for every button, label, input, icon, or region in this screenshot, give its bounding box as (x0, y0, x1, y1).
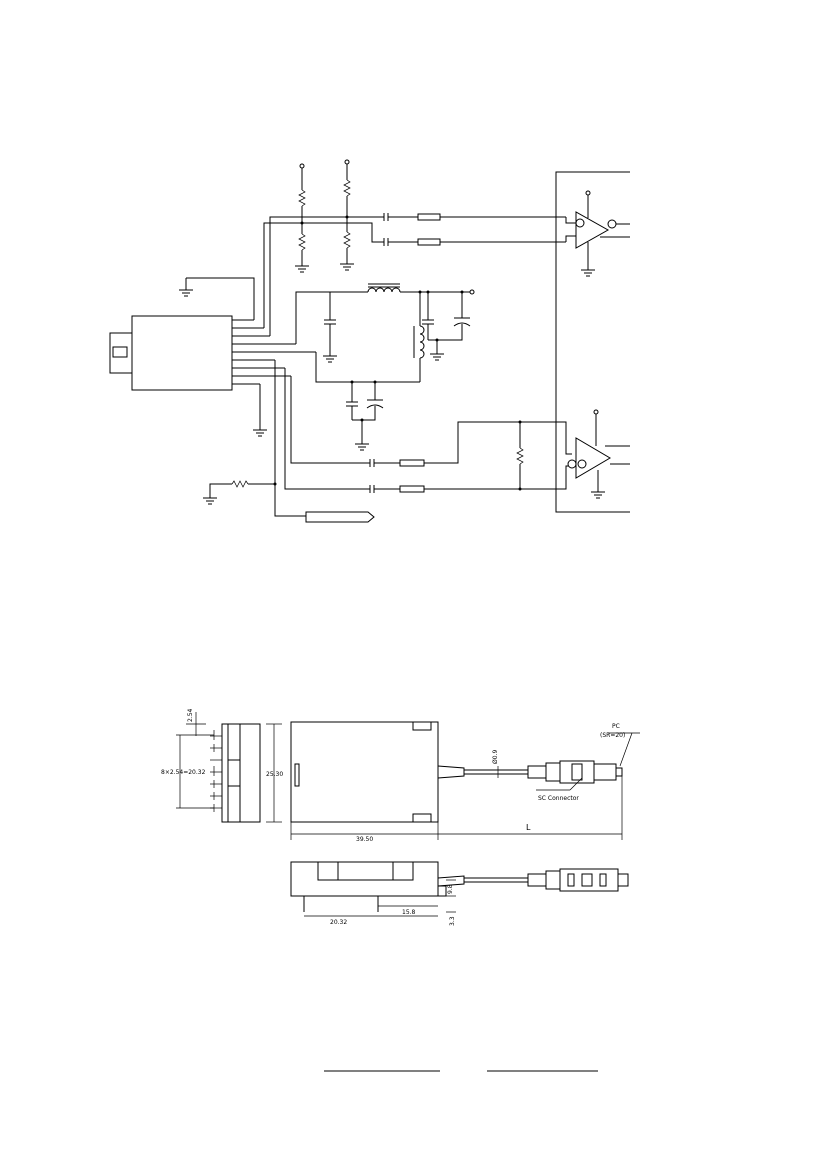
sc-connector (527, 760, 623, 784)
line-driver-tx (575, 190, 630, 277)
pin-span-label: 8×2.54=20.32 (161, 769, 206, 776)
cable-diameter-label: Ø0.9 (492, 750, 499, 764)
side-view: 20.32 15.8 9.8 3.3 (290, 861, 629, 926)
ground-symbol (179, 277, 255, 320)
pin-pitch-label: 2.54 (187, 708, 194, 722)
bias-network (263, 159, 576, 336)
pc-label: PC (612, 723, 620, 730)
cable-length-label: L (526, 823, 531, 832)
transceiver-module (109, 315, 316, 391)
top-view: Ø0.9 PC (SR=20) SC Connector 39.50 L (290, 721, 640, 843)
connector-label: SC Connector (538, 795, 579, 802)
signal-detect-output (203, 360, 375, 523)
host-board-frame (555, 171, 630, 513)
line-receiver-rx (567, 409, 630, 499)
body-length-label: 39.50 (356, 836, 373, 843)
side-fiber-offset-label: 15.8 (402, 909, 416, 916)
ground-symbol (253, 384, 267, 437)
sc-connector-side (527, 868, 629, 892)
power-filter-network (295, 283, 475, 451)
side-height-label: 9.8 (447, 884, 454, 894)
front-view: 2.54 8×2.54=20.32 25.30 (161, 708, 283, 823)
pc-radius-label: (SR=20) (600, 732, 625, 739)
body-height-label: 25.30 (266, 771, 283, 778)
side-pin-offset-label: 20.32 (330, 919, 347, 926)
side-pin-length-label: 3.3 (449, 916, 456, 926)
